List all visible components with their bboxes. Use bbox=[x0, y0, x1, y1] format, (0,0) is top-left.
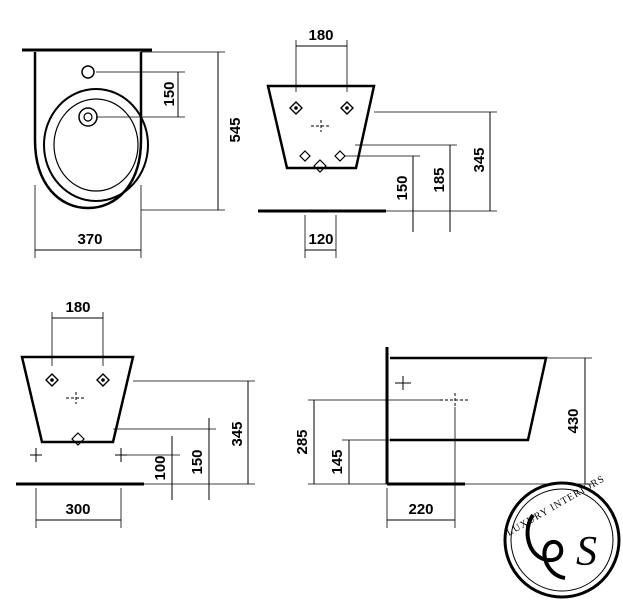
luxury-interiors-logo: LUXURY INTERIORS S bbox=[503, 473, 621, 599]
front-drain-icon bbox=[313, 159, 327, 173]
dim-345-rear: 345 bbox=[229, 421, 246, 446]
dim-185: 185 bbox=[431, 167, 448, 192]
rear-center-mark bbox=[66, 392, 86, 404]
front-fixing-right-icon bbox=[340, 101, 354, 115]
dim-150-top: 150 bbox=[161, 81, 178, 106]
front-lower-fixing-right-icon bbox=[334, 150, 346, 162]
dim-220: 220 bbox=[408, 501, 433, 518]
side-inlet-mark bbox=[395, 376, 411, 390]
dim-545: 545 bbox=[227, 117, 244, 142]
top-view-drain bbox=[78, 107, 98, 127]
logo-monogram: S bbox=[576, 529, 597, 575]
front-view bbox=[258, 40, 497, 258]
rear-view bbox=[16, 312, 255, 528]
dim-180-rear: 180 bbox=[65, 299, 90, 316]
top-view-outer-body bbox=[33, 52, 143, 210]
top-view-tap-hole bbox=[81, 65, 95, 79]
dim-430: 430 bbox=[565, 408, 582, 433]
top-view-bowl-rim bbox=[43, 88, 149, 202]
front-center-mark bbox=[311, 120, 331, 132]
side-view-body bbox=[390, 356, 548, 442]
dim-345-front: 345 bbox=[471, 147, 488, 172]
dim-370: 370 bbox=[77, 231, 102, 248]
rear-view-body bbox=[20, 355, 135, 444]
front-fixing-left-icon bbox=[289, 101, 303, 115]
rear-drain-icon bbox=[71, 432, 85, 446]
dim-285: 285 bbox=[294, 429, 311, 454]
dim-145: 145 bbox=[329, 449, 346, 474]
top-view-drain-inner bbox=[83, 112, 93, 122]
dim-120: 120 bbox=[308, 231, 333, 248]
dim-150-front: 150 bbox=[394, 175, 411, 200]
dim-150-rear: 150 bbox=[189, 449, 206, 474]
side-outlet-mark bbox=[440, 393, 468, 407]
dim-300: 300 bbox=[65, 501, 90, 518]
rear-floor-bolt-left-icon bbox=[30, 448, 42, 462]
top-view bbox=[22, 48, 225, 258]
rear-fixing-left-icon bbox=[45, 373, 59, 387]
dim-100: 100 bbox=[152, 455, 169, 480]
front-lower-fixing-left-icon bbox=[299, 150, 311, 162]
dim-180-front: 180 bbox=[308, 27, 333, 44]
logo-swirl-icon bbox=[525, 513, 566, 580]
rear-fixing-right-icon bbox=[96, 373, 110, 387]
front-view-body bbox=[266, 84, 376, 170]
top-view-bowl-inner bbox=[53, 98, 139, 192]
